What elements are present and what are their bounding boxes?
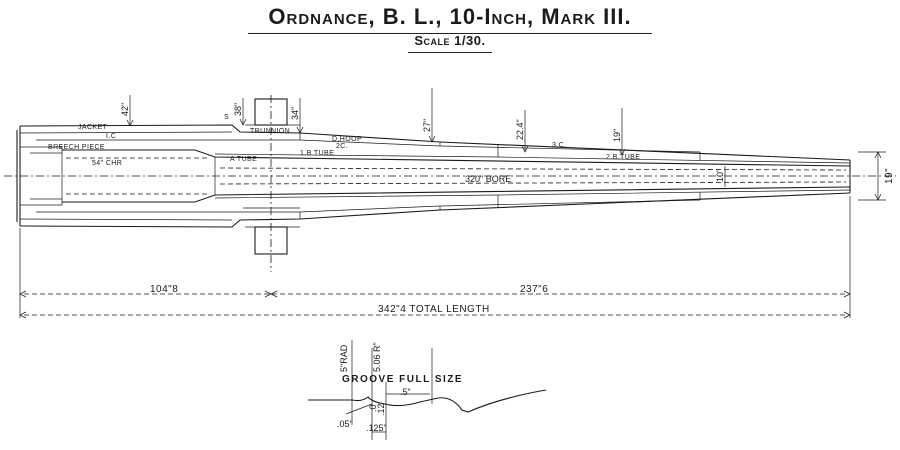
title-underline: [248, 33, 652, 34]
dim-10: 10": [715, 169, 725, 182]
label-2b-tube: 2.B.TUBE: [606, 154, 640, 161]
groove-rad: 5"RAD: [339, 344, 349, 372]
groove-012: .12: [376, 403, 386, 416]
label-jacket: JACKET: [78, 124, 108, 131]
dim-19-muzzle: 19": [884, 168, 895, 184]
label-bore: 320" BORE: [465, 174, 511, 184]
label-a-tube: A TUBE: [230, 156, 257, 163]
dim-22-4: 22.4": [515, 119, 525, 140]
drawing-title: Ordnance, B. L., 10-Inch, Mark III.: [268, 4, 632, 29]
dim-27: 27": [422, 119, 432, 132]
groove-05: .05": [337, 419, 353, 429]
gun-outer-profile: [16, 124, 851, 228]
label-s: S: [224, 114, 229, 121]
dim-38: 38": [233, 103, 243, 116]
drawing-scale: Scale 1/30.: [414, 33, 486, 48]
groove-125: .125": [366, 423, 387, 433]
dim-total-length: 342"4 TOTAL LENGTH: [378, 304, 490, 315]
label-1b-tube: 1.B TUBE: [300, 150, 334, 157]
dim-19-top: 19": [612, 129, 622, 142]
diameter-markers: [126, 88, 886, 201]
label-breech-piece: BREECH PIECE: [48, 144, 105, 151]
dim-34: 34": [290, 107, 300, 120]
gun-inner-tubes: [20, 146, 851, 206]
dim-length-front: 237"6: [520, 284, 548, 295]
label-trunnion: TRUNNION: [250, 128, 290, 135]
label-d-hoop: D.HOOP: [332, 136, 362, 143]
trunnion: [243, 95, 300, 272]
label-chamber: 54" CHR: [92, 160, 122, 167]
groove-5: .5": [400, 387, 411, 397]
groove-detail: [308, 340, 547, 440]
dim-length-rear: 104"8: [150, 284, 178, 295]
length-dimensions: [19, 196, 851, 319]
scale-underline: [408, 52, 492, 53]
groove-031: .0: [368, 404, 378, 412]
groove-title: GROOVE FULL SIZE: [342, 374, 463, 385]
label-2c: 2C.: [336, 143, 348, 150]
label-3c: 3.C.: [552, 142, 566, 149]
dim-42: 42": [120, 103, 130, 116]
label-ic: I.C: [106, 133, 116, 140]
groove-r2: 5.06 R": [372, 342, 382, 372]
